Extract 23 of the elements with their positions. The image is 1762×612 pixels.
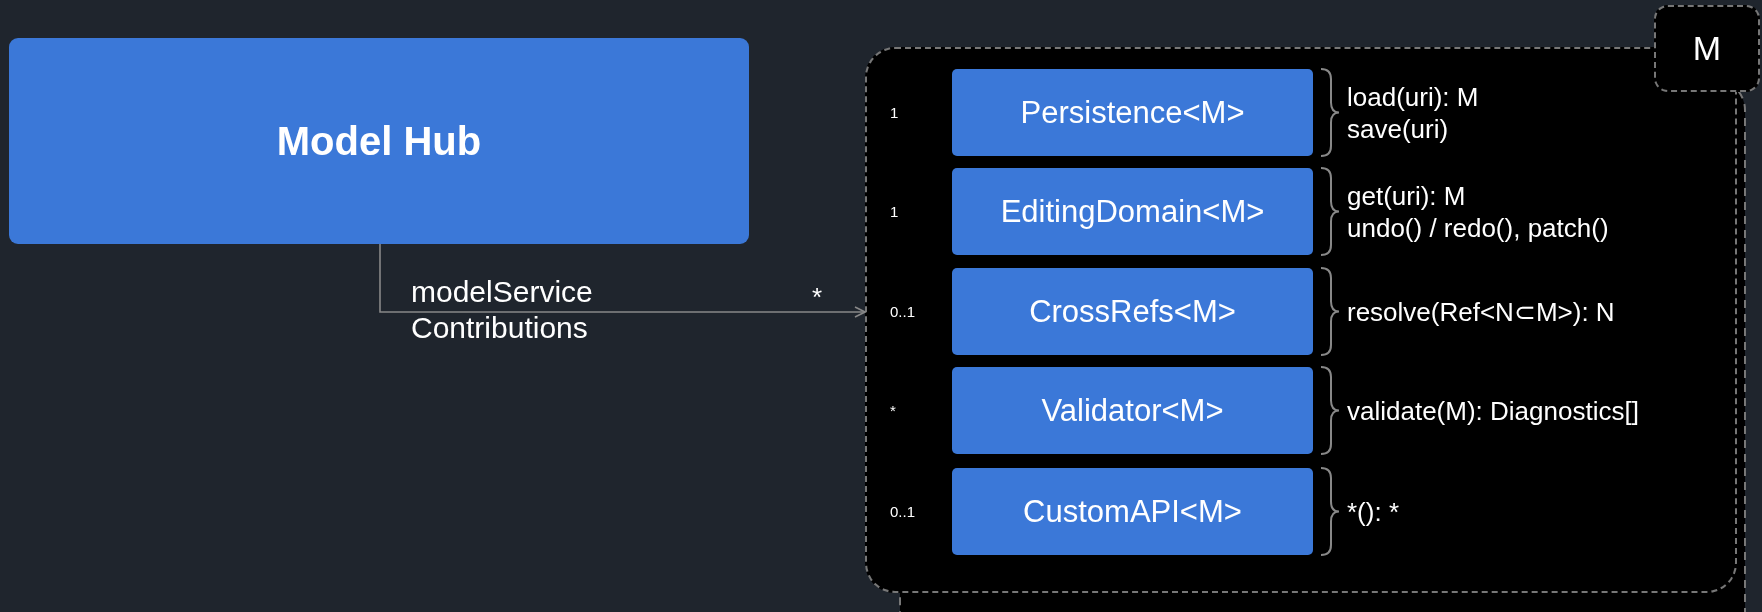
component-box	[9, 38, 749, 244]
multiplicity-label: 0..1	[890, 502, 916, 521]
method-signature: load(uri): M	[1347, 80, 1479, 113]
method-signature: undo() / redo(), patch()	[1347, 211, 1609, 244]
method-signature: save(uri)	[1347, 112, 1449, 145]
class-box: CrossRefs<M>	[952, 268, 1313, 355]
multiplicity-label: 0..1	[890, 302, 916, 321]
class-box: Persistence<M>	[952, 69, 1313, 156]
method-signature: validate(M): Diagnostics[]	[1347, 394, 1639, 427]
method-signature: get(uri): M	[1347, 179, 1466, 212]
multiplicity-label: *	[890, 401, 896, 420]
template-parameter-tab: M	[1654, 5, 1760, 92]
multiplicity-label: *	[812, 283, 823, 311]
class-box: Validator<M>	[952, 367, 1313, 454]
method-signature: resolve(Ref<N⊂M>): N	[1347, 295, 1615, 328]
multiplicity-label: 1	[890, 202, 899, 221]
method-signature: *(): *	[1347, 495, 1399, 528]
component-title: Model Hub	[276, 118, 482, 164]
edge-label: modelService Contributions	[411, 274, 594, 346]
class-box: EditingDomain<M>	[952, 168, 1313, 255]
association-arrow	[379, 243, 866, 318]
class-box: CustomAPI<M>	[952, 468, 1313, 555]
multiplicity-label: 1	[890, 103, 899, 122]
